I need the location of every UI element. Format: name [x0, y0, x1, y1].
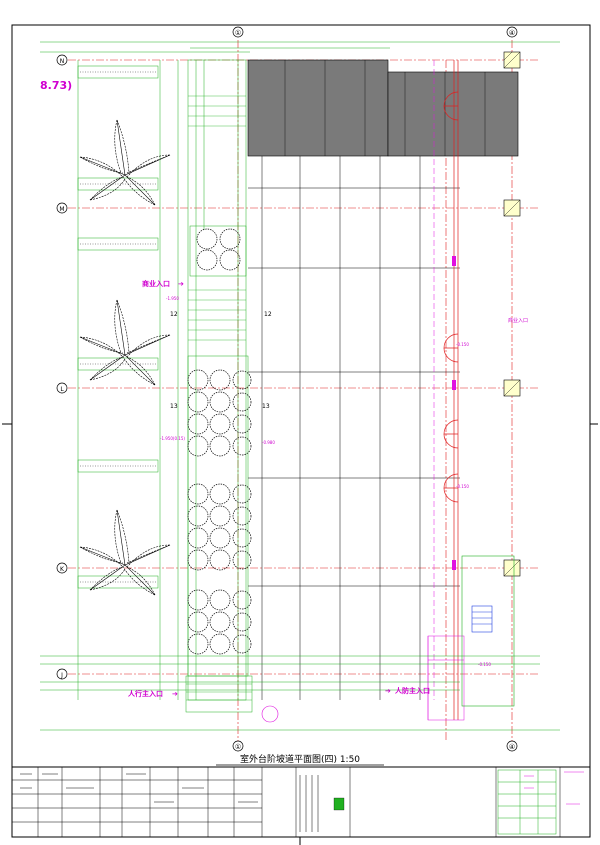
block-dividers: [284, 60, 486, 156]
level-b: -1.950(0.15): [160, 436, 185, 441]
left-hatch-rows: [80, 71, 156, 583]
axis-left-n: N: [60, 58, 65, 65]
step-count-c: 13: [170, 403, 178, 410]
plaza-lines: [248, 156, 460, 700]
label-main-entrance-right: 人防主入口: [395, 686, 430, 695]
arrow-pedestrian: ➔: [172, 690, 178, 698]
axis-top-1: ①: [235, 29, 241, 37]
facade-markers: [452, 256, 456, 570]
title-block-grid: [12, 767, 561, 837]
elevation-tag: 8.73): [40, 79, 72, 92]
level-d: -0.150: [456, 342, 469, 347]
axis-left-l: L: [60, 386, 64, 393]
level-e: -0.150: [456, 484, 469, 489]
top-dimensions: [40, 41, 560, 53]
axis-bottom-1: ①: [235, 743, 241, 751]
hatched-block-2: [387, 71, 519, 157]
arrow-commercial: ➔: [178, 280, 184, 288]
axis-top-4: ④: [509, 29, 515, 37]
level-f: -0.150: [478, 662, 491, 667]
hatched-block: [247, 59, 389, 157]
step-count-b: 12: [264, 311, 272, 318]
arrow-main-right: ➔: [385, 687, 391, 695]
left-strips: [77, 60, 179, 700]
title-block-text-marks: [20, 773, 319, 832]
label-commercial-entrance: 商业入口: [142, 279, 170, 288]
shrubs: [187, 228, 252, 655]
label-commercial-entrance-right: 商业入口: [508, 317, 528, 324]
axis-left-k: K: [60, 566, 65, 573]
level-a: -1.950: [166, 296, 179, 301]
axis-bubbles: [56, 26, 518, 752]
drawing-title: 室外台阶坡道平面图(四) 1:50: [240, 753, 360, 765]
stair-room: [461, 555, 515, 707]
title-block-frame: [11, 766, 591, 838]
facade-magenta: [427, 60, 465, 721]
right-title-marks: [524, 771, 584, 805]
level-c: -0.980: [262, 440, 275, 445]
stamp-mark: [333, 797, 345, 811]
door-swings: [443, 91, 459, 503]
step-lines: [186, 95, 252, 701]
label-pedestrian-entrance: 人行主入口: [128, 689, 163, 698]
axis-left-m: M: [59, 206, 64, 213]
central-band: [185, 59, 253, 713]
step-count-a: 12: [170, 311, 178, 318]
star-plants: [79, 119, 171, 596]
step-count-d: 13: [262, 403, 270, 410]
right-title-block: [497, 769, 557, 835]
round-mark: [261, 705, 279, 723]
column-hatch: [503, 51, 521, 577]
axis-bottom-4: ④: [509, 743, 515, 751]
bottom-band: [40, 655, 560, 731]
axis-left-j: J: [60, 672, 63, 679]
